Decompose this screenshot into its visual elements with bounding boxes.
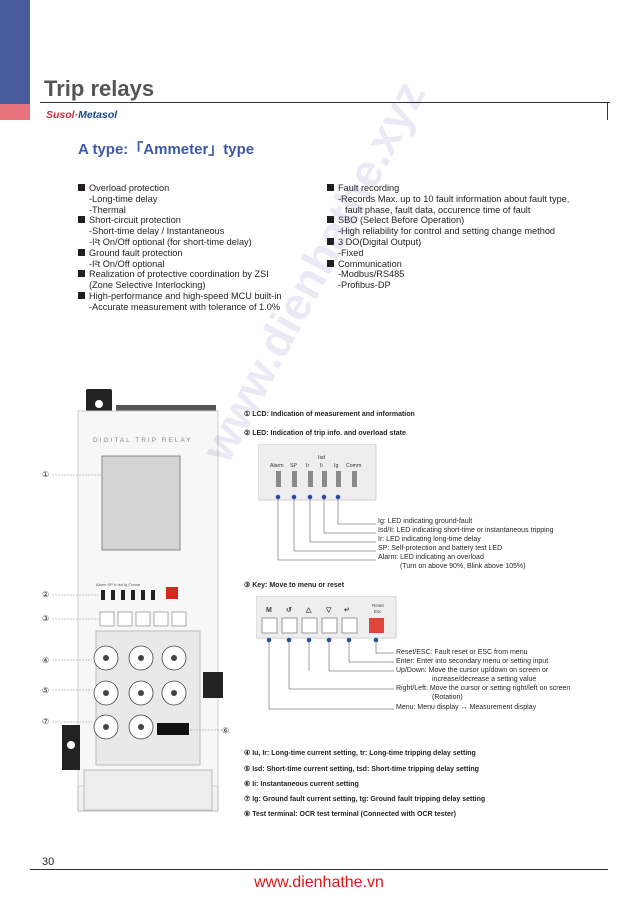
bullet-square-icon: [78, 248, 85, 256]
key-desc-rightleft: Right/Left: Move the cursor or setting r…: [396, 685, 571, 692]
key-desc-menu: Menu: Menu display ↔ Measurement display: [396, 704, 537, 711]
bullet-square-icon: [78, 184, 85, 191]
callout-2: ②: [42, 590, 50, 599]
key-desc-updown-2: increase/decrease a setting value: [432, 676, 537, 683]
feature-line: -High reliability for control and settin…: [338, 226, 556, 237]
svg-text:SP: SP: [290, 463, 297, 469]
bullet-square-icon: [78, 291, 85, 299]
note-5: ⑤ Isd: Short-time current setting, tsd: …: [244, 766, 479, 773]
led-diagram: Alarm SP Ir Isd Ii Ig Comm: [258, 444, 377, 561]
header-pink-tab: [0, 104, 30, 120]
led-desc-sp: SP: Self-protection and battery test LED: [378, 545, 503, 552]
features-left: Overload protection-Long-time delay-Ther…: [78, 183, 282, 313]
feature-line: -Short-time delay / Instantaneous: [89, 226, 225, 237]
svg-text:Ig: Ig: [334, 463, 338, 469]
led-desc-isd: Isd/Ii: LED indicating short-time or ins…: [378, 527, 554, 534]
led-desc-alarm-note: (Turn on above 90%, Blink above 105%): [400, 563, 526, 570]
page-number: 30: [42, 856, 55, 868]
note-4: ④ Iu, Ir: Long-time current setting, tr:…: [244, 750, 476, 757]
page-title: Trip relays: [44, 76, 155, 101]
feature-line: Realization of protective coordination b…: [78, 269, 282, 280]
svg-text:Esc: Esc: [374, 609, 382, 614]
bullet-square-icon: [327, 216, 334, 224]
led-desc-ir: Ir: LED indicating long-time delay: [378, 536, 481, 543]
feature-line: Ground fault protection: [78, 248, 282, 259]
callout-5: ⑤: [42, 686, 50, 695]
note-7: ⑦ Ig: Ground fault current setting, tg: …: [244, 796, 486, 803]
led-title: ② LED: Indication of trip info. and over…: [244, 430, 406, 437]
lcd-title: ① LCD: Indication of measurement and inf…: [244, 411, 415, 418]
led-desc-ig: Ig: LED indicating ground-fault: [378, 518, 473, 525]
feature-line: SBO (Select Before Operation): [327, 215, 569, 226]
svg-text:↺: ↺: [286, 607, 292, 614]
key-title: ③ Key: Move to menu or reset: [244, 582, 345, 589]
footer-rule: [30, 869, 608, 870]
key-desc-reset: Reset/ESC: Fault reset or ESC from menu: [396, 649, 528, 656]
callout-1: ①: [42, 470, 50, 479]
trip-relay-illustration: DIGITAL TRIP RELAY Alarm SP Ir Isd Ig Co…: [52, 389, 223, 812]
feature-line: -Modbus/RS485: [338, 269, 405, 280]
svg-text:Reset: Reset: [372, 603, 385, 608]
header-blue-tab: [0, 0, 30, 104]
callout-3: ③: [42, 614, 50, 623]
callout-6: ⑥: [222, 726, 230, 735]
key-diagram: M ↺ △ ▽ ↵ Reset Esc: [256, 596, 397, 710]
bullet-square-icon: [327, 237, 334, 245]
svg-text:M: M: [266, 607, 272, 614]
svg-text:↵: ↵: [344, 607, 350, 614]
callout-4: ④: [42, 656, 50, 665]
feature-line: -I²t On/Off optional (for short-time del…: [89, 236, 252, 247]
svg-text:Isd: Isd: [318, 455, 325, 461]
feature-line: Overload protection: [78, 183, 282, 194]
key-desc-enter: Enter: Enter into secondary menu or sett…: [396, 658, 549, 665]
feature-line: 3 DO(Digital Output): [327, 237, 569, 248]
brand-logo: Susol·Metasol: [46, 109, 118, 121]
svg-text:Ir: Ir: [306, 463, 309, 469]
note-8: ⑧ Test terminal: OCR test terminal (Conn…: [244, 811, 456, 818]
bullet-square-icon: [327, 259, 334, 267]
feature-line: Communication: [327, 259, 569, 270]
feature-line: Short-circuit protection: [78, 215, 282, 226]
header-rule-end: [607, 102, 608, 120]
key-desc-rightleft-2: (Rotation): [432, 694, 463, 701]
key-desc-updown: Up/Down: Move the cursor up/down on scre…: [396, 667, 549, 674]
svg-text:Alarm: Alarm: [270, 463, 284, 469]
bullet-square-icon: [327, 184, 334, 191]
led-desc-alarm: Alarm: LED indicating an overload: [378, 554, 484, 561]
bullet-square-icon: [78, 216, 85, 224]
svg-text:Comm: Comm: [346, 463, 361, 469]
feature-line: High-performance and high-speed MCU buil…: [78, 291, 282, 302]
feature-line: -Accurate measurement with tolerance of …: [89, 301, 280, 312]
section-subtitle: A type:「Ammeter」type: [78, 141, 255, 158]
feature-line: fault phase, fault data, occurence time …: [345, 204, 531, 215]
feature-line: -Long-time delay: [89, 193, 158, 204]
note-6: ⑥ Ii: Instantaneous current setting: [244, 781, 359, 788]
footer-url[interactable]: www.dienhathe.vn: [254, 874, 384, 891]
device-panel-title: DIGITAL TRIP RELAY: [93, 437, 193, 444]
svg-text:△: △: [305, 607, 312, 614]
header-rule: [40, 102, 610, 103]
callout-7: ⑦: [42, 717, 50, 726]
feature-line: (Zone Selective Interlocking): [89, 280, 206, 291]
feature-line: -I²t On/Off optional: [89, 258, 165, 269]
feature-line: Fault recording: [327, 183, 569, 194]
svg-text:Alarm SP Ir Isd Ig C: Alarm SP Ir Isd Ig Comm: [96, 582, 141, 587]
svg-text:▽: ▽: [325, 607, 332, 614]
bullet-square-icon: [78, 270, 85, 278]
feature-line: -Records Max. up to 10 fault information…: [338, 193, 570, 204]
feature-line: -Profibus-DP: [338, 280, 391, 291]
feature-line: -Fixed: [338, 247, 364, 258]
svg-text:Ii: Ii: [320, 463, 323, 469]
feature-line: -Thermal: [89, 204, 126, 215]
features-right: Fault recording-Records Max. up to 10 fa…: [327, 183, 569, 291]
